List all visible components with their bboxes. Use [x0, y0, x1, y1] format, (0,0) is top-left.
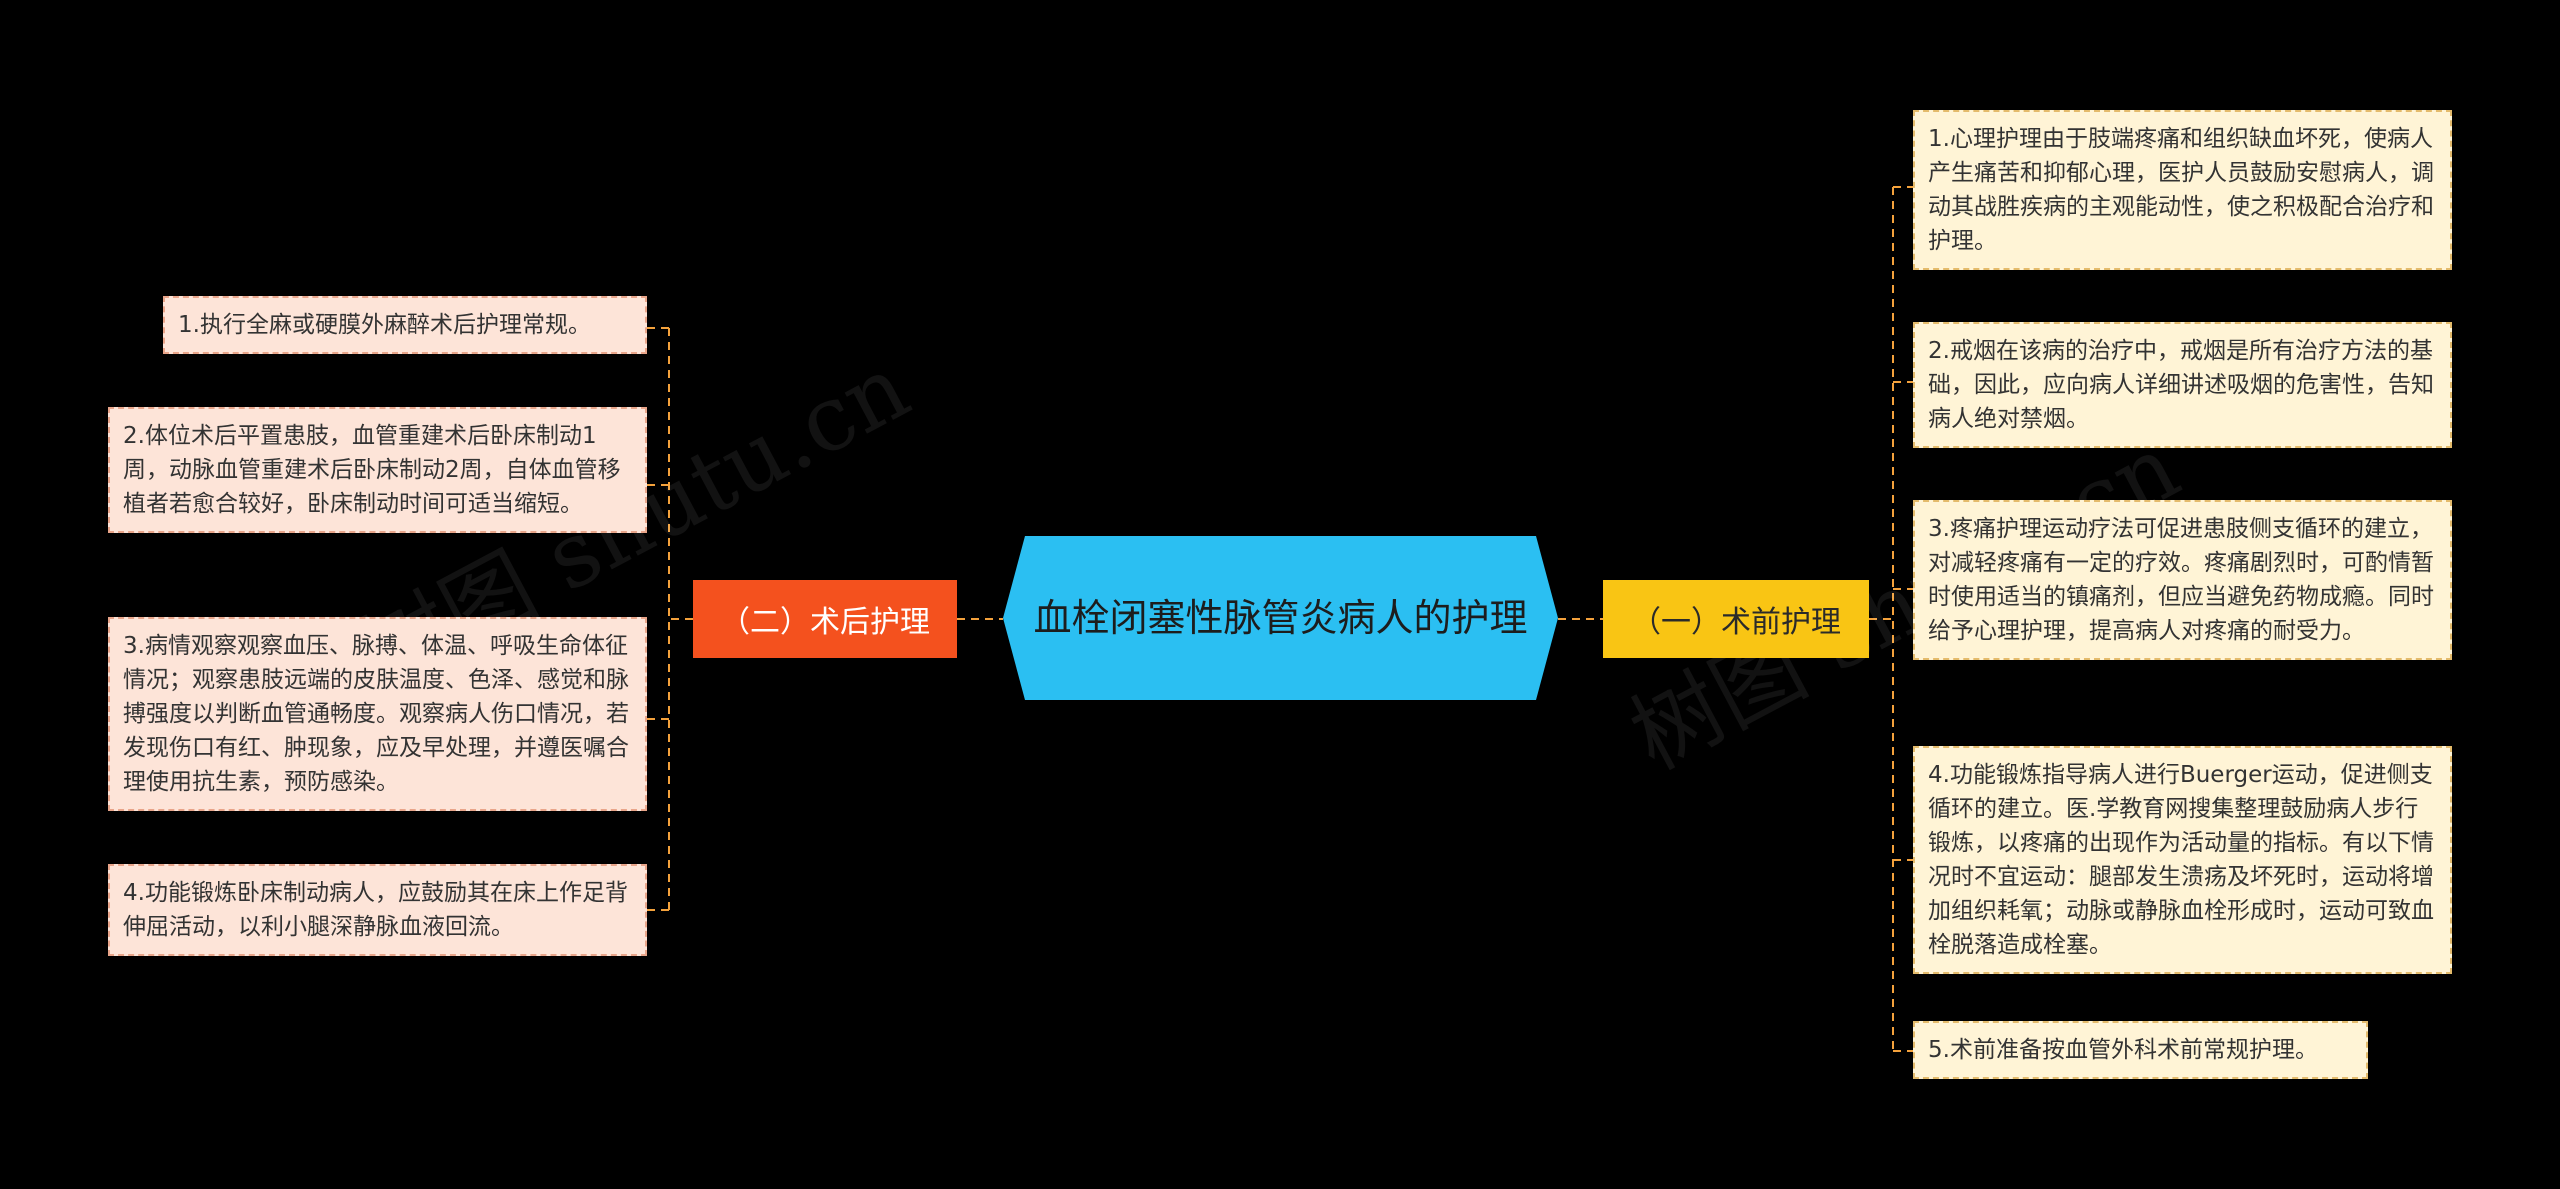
center-topic-label: 血栓闭塞性脉管炎病人的护理 [1033, 596, 1528, 640]
left-leaf-3[interactable]: 3.病情观察观察血压、脉搏、体温、呼吸生命体征情况；观察患肢远端的皮肤温度、色泽… [108, 617, 647, 811]
left-leaf-2-text: 2.体位术后平置患肢，血管重建术后卧床制动1周，动脉血管重建术后卧床制动2周，自… [123, 423, 621, 517]
branch-postoperative-label: （二）术后护理 [720, 605, 930, 640]
left-leaf-4-text: 4.功能锻炼卧床制动病人，应鼓励其在床上作足背伸屈活动，以利小腿深静脉血液回流。 [123, 880, 628, 940]
left-leaf-4[interactable]: 4.功能锻炼卧床制动病人，应鼓励其在床上作足背伸屈活动，以利小腿深静脉血液回流。 [108, 864, 647, 956]
right-leaf-4-text: 4.功能锻炼指导病人进行Buerger运动，促进侧支循环的建立。医.学教育网搜集… [1928, 762, 2434, 958]
right-leaf-3[interactable]: 3.疼痛护理运动疗法可促进患肢侧支循环的建立，对减轻疼痛有一定的疗效。疼痛剧烈时… [1913, 500, 2452, 660]
branch-preoperative-care[interactable]: （一）术前护理 [1603, 580, 1869, 658]
right-leaf-4[interactable]: 4.功能锻炼指导病人进行Buerger运动，促进侧支循环的建立。医.学教育网搜集… [1913, 746, 2452, 974]
right-leaf-3-text: 3.疼痛护理运动疗法可促进患肢侧支循环的建立，对减轻疼痛有一定的疗效。疼痛剧烈时… [1928, 516, 2434, 644]
right-leaf-2[interactable]: 2.戒烟在该病的治疗中，戒烟是所有治疗方法的基础，因此，应向病人详细讲述吸烟的危… [1913, 322, 2452, 448]
right-leaf-1-text: 1.心理护理由于肢端疼痛和组织缺血坏死，使病人产生痛苦和抑郁心理，医护人员鼓励安… [1928, 126, 2434, 254]
right-leaf-5-text: 5.术前准备按血管外科术前常规护理。 [1928, 1037, 2318, 1063]
right-leaf-1[interactable]: 1.心理护理由于肢端疼痛和组织缺血坏死，使病人产生痛苦和抑郁心理，医护人员鼓励安… [1913, 110, 2452, 270]
left-leaf-1-text: 1.执行全麻或硬膜外麻醉术后护理常规。 [178, 312, 591, 338]
right-leaf-2-text: 2.戒烟在该病的治疗中，戒烟是所有治疗方法的基础，因此，应向病人详细讲述吸烟的危… [1928, 338, 2434, 432]
left-leaf-3-text: 3.病情观察观察血压、脉搏、体温、呼吸生命体征情况；观察患肢远端的皮肤温度、色泽… [123, 633, 629, 795]
left-leaf-1[interactable]: 1.执行全麻或硬膜外麻醉术后护理常规。 [163, 296, 647, 354]
branch-preoperative-label: （一）术前护理 [1631, 605, 1841, 640]
left-leaf-2[interactable]: 2.体位术后平置患肢，血管重建术后卧床制动1周，动脉血管重建术后卧床制动2周，自… [108, 407, 647, 533]
right-leaf-5[interactable]: 5.术前准备按血管外科术前常规护理。 [1913, 1021, 2368, 1079]
center-topic[interactable]: 血栓闭塞性脉管炎病人的护理 [1003, 536, 1558, 700]
branch-postoperative-care[interactable]: （二）术后护理 [693, 580, 957, 658]
